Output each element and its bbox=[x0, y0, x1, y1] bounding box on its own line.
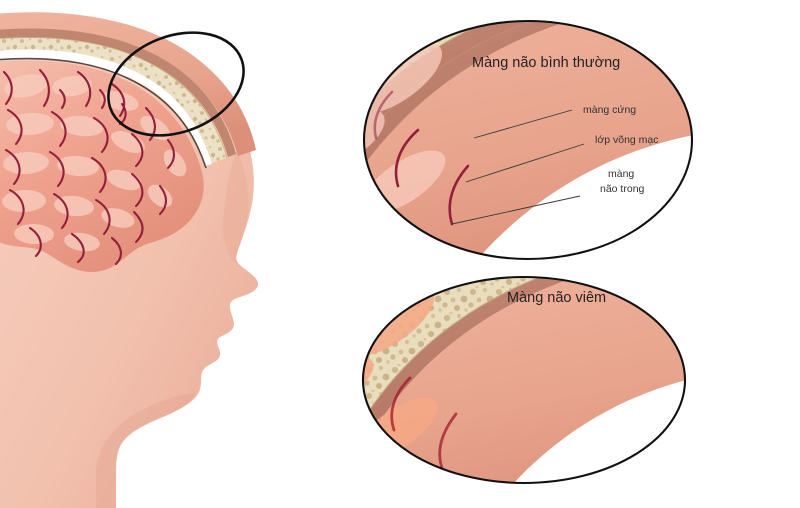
normal-panel-title: Màng não bình thường bbox=[472, 55, 620, 71]
pia-line-head bbox=[0, 57, 207, 169]
normal-panel-outline bbox=[362, 19, 694, 261]
magnifier-ellipse-marker bbox=[107, 31, 245, 137]
inflamed-panel-title: Màng não viêm bbox=[507, 290, 606, 306]
normal-brain-sulci bbox=[373, 90, 470, 226]
normal-leader-lines bbox=[451, 109, 585, 225]
head-profile-panel bbox=[0, 12, 259, 508]
scalp-layer bbox=[0, 12, 256, 156]
jaw-shadow bbox=[96, 392, 196, 508]
label-arachnoid: lớp võng mạc bbox=[595, 134, 659, 146]
label-pia-line1: màng bbox=[608, 168, 634, 180]
face-shadow bbox=[223, 150, 249, 264]
brain-sulci bbox=[2, 68, 176, 266]
inflamed-brain-sulci bbox=[390, 376, 458, 470]
inflamed-bone-edge-out bbox=[363, 277, 573, 483]
label-dura: màng cứng bbox=[583, 104, 636, 116]
brain-gyri-highlights bbox=[2, 74, 187, 252]
normal-scalp-band bbox=[364, 21, 692, 259]
skull-bone-outline-head bbox=[0, 37, 228, 159]
inflamed-panel-outline bbox=[361, 275, 687, 485]
label-pia-line2: não trong bbox=[600, 183, 645, 195]
